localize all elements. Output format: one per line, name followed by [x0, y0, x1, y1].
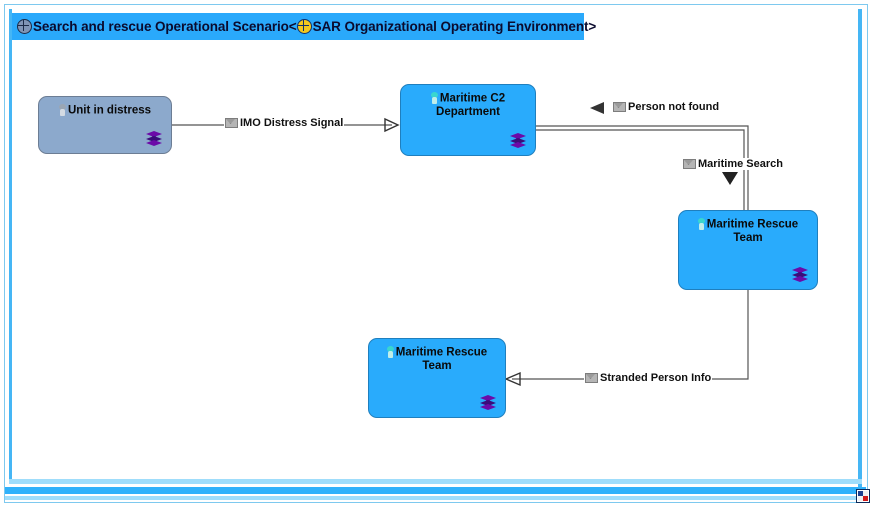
node-unit-in-distress-title: Unit in distress — [39, 104, 171, 118]
edge-label-maritime-search[interactable]: Maritime Search — [682, 158, 784, 170]
edge-label-text: Maritime Search — [698, 158, 783, 170]
globe-dark-icon — [17, 19, 32, 34]
stacked-diamond-icon — [792, 267, 808, 282]
node-maritime-rescue-team-bottom-title: Maritime Rescue Team — [369, 346, 505, 374]
person-icon — [58, 104, 66, 116]
stacked-diamond-icon — [146, 131, 162, 146]
stacked-diamond-icon — [510, 133, 526, 148]
stacked-diamond-icon — [480, 395, 496, 410]
edge-label-text: IMO Distress Signal — [240, 117, 344, 129]
person-icon — [697, 218, 705, 230]
frame-accent-left — [9, 9, 12, 479]
frame-accent-right — [858, 9, 862, 491]
edge-label-imo-distress-signal[interactable]: IMO Distress Signal — [224, 117, 345, 129]
node-maritime-c2-department[interactable]: Maritime C2 Department — [400, 84, 536, 156]
diagram-frame-inner — [5, 5, 867, 502]
message-icon — [683, 159, 696, 169]
edge-label-text: Stranded Person Info — [600, 372, 712, 384]
frame-accent-bottom-pale — [5, 496, 866, 500]
connector-person-not-found[interactable] — [590, 102, 604, 114]
frame-accent-bottom-light — [9, 479, 862, 484]
connector-maritime-search[interactable] — [536, 125, 749, 220]
person-icon — [430, 92, 438, 104]
diagram-title-environment: SAR Organizational Operating Environment… — [312, 19, 597, 34]
connector-stranded-person-info[interactable] — [504, 289, 749, 387]
person-icon — [386, 346, 394, 358]
node-maritime-rescue-team-bottom[interactable]: Maritime Rescue Team — [368, 338, 506, 418]
maritime-search-arrowhead — [722, 172, 738, 185]
node-maritime-rescue-team-right-title: Maritime Rescue Team — [679, 218, 817, 246]
diagram-title-bar[interactable]: Search and rescue Operational Scenario< S… — [12, 13, 596, 40]
message-icon — [585, 373, 598, 383]
message-icon — [225, 118, 238, 128]
edge-label-person-not-found[interactable]: Person not found — [612, 101, 721, 113]
globe-gold-icon — [296, 19, 312, 34]
edge-label-text: Person not found — [628, 101, 720, 113]
node-unit-in-distress[interactable]: Unit in distress — [38, 96, 172, 154]
edge-label-stranded-person-info[interactable]: Stranded Person Info — [584, 372, 713, 384]
diagram-title-scenario: Search and rescue Operational Scenario< — [33, 19, 297, 34]
node-maritime-rescue-team-right[interactable]: Maritime Rescue Team — [678, 210, 818, 290]
message-icon — [613, 102, 626, 112]
node-maritime-c2-department-title: Maritime C2 Department — [401, 92, 535, 120]
diagram-resize-icon[interactable] — [856, 489, 870, 503]
frame-accent-bottom-strong — [5, 487, 866, 494]
